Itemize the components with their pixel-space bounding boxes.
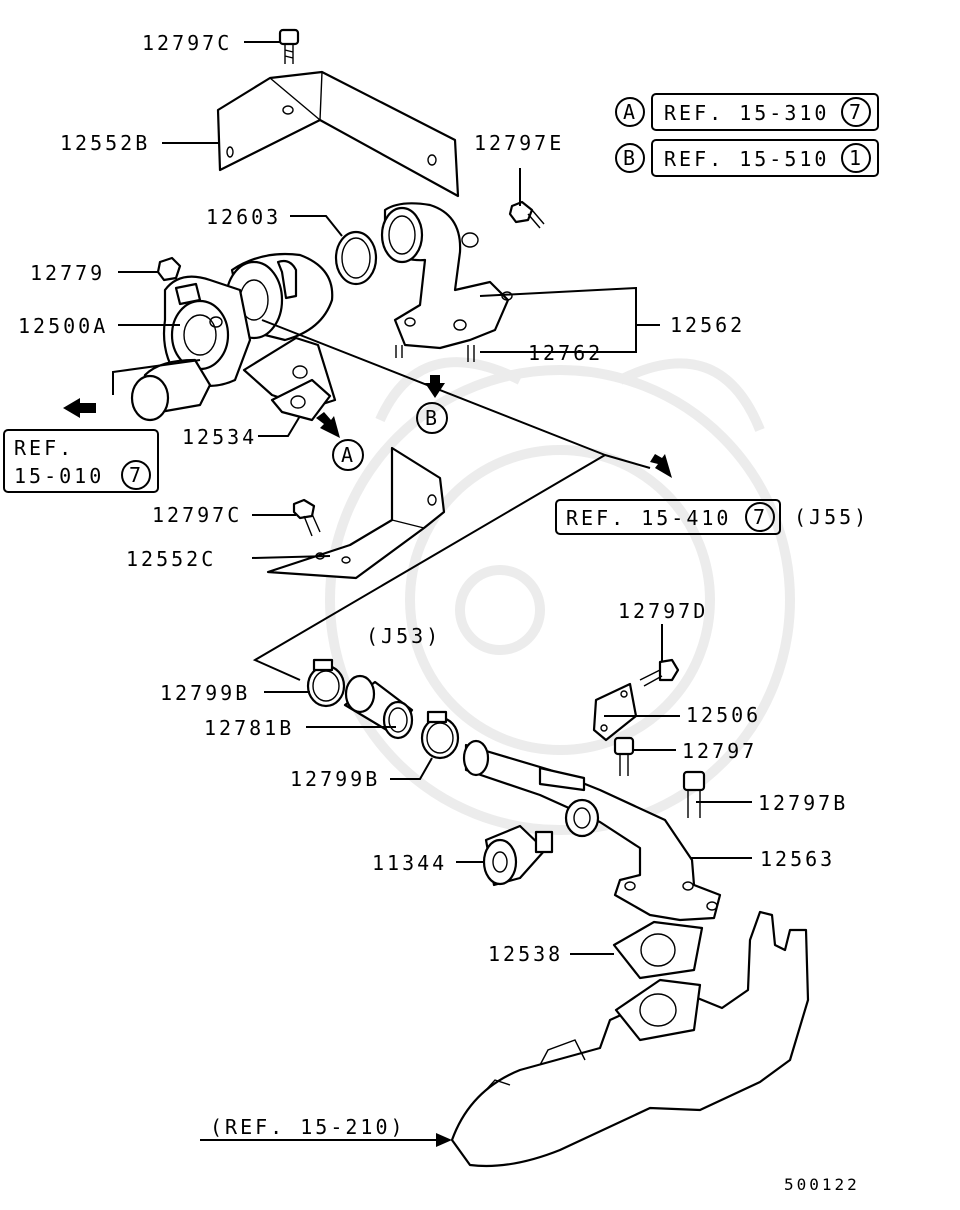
bracket-12552b	[216, 70, 460, 198]
ref-a-number: 7	[849, 100, 864, 124]
hose-12781b	[343, 674, 414, 740]
hose-clamp-12799b-bottom	[420, 710, 460, 760]
sensor-11344	[482, 824, 554, 887]
label-12797b: 12797B	[758, 791, 848, 815]
label-12552c: 12552C	[126, 547, 216, 571]
elbow-12562	[380, 202, 513, 362]
ref-left-box: REF. 15-010 7	[3, 429, 159, 493]
label-12797c-mid: 12797C	[152, 503, 242, 527]
gasket-12603	[334, 230, 378, 286]
label-12779: 12779	[30, 261, 105, 285]
label-12603: 12603	[206, 205, 281, 229]
marker-b: B	[416, 402, 448, 434]
ref-a-text: REF. 15-310	[664, 101, 829, 125]
label-11344: 11344	[372, 851, 447, 875]
label-12797: 12797	[682, 739, 757, 763]
ref-mid-number: 7	[753, 505, 768, 529]
bolt-12797b	[682, 770, 706, 818]
label-12797d: 12797D	[618, 599, 708, 623]
ref-left-line1: REF.	[14, 436, 74, 460]
ref-b-number: 1	[849, 146, 864, 170]
label-12500a: 12500A	[18, 314, 108, 338]
label-12534: 12534	[182, 425, 257, 449]
ref-mid-suffix: (J55)	[794, 505, 869, 529]
exhaust-manifold	[450, 910, 810, 1168]
gasket-12538	[612, 920, 704, 980]
label-12762: 12762	[528, 341, 603, 365]
ref-a-box: A REF. 15-310 7	[615, 93, 879, 131]
pipe-12563	[462, 739, 722, 922]
marker-a-letter: A	[341, 443, 356, 467]
label-12552b: 12552B	[60, 131, 150, 155]
ref-left-line2: 15-010	[14, 464, 104, 488]
gasket-12534	[270, 378, 332, 422]
catalog-number: 500122	[784, 1175, 860, 1194]
label-12781b: 12781B	[204, 716, 294, 740]
label-12538: 12538	[488, 942, 563, 966]
ref-a-letter: A	[623, 100, 638, 124]
marker-a: A	[332, 439, 364, 471]
ref-b-box: B REF. 15-510 1	[615, 139, 879, 177]
bolt-12797d	[639, 658, 680, 687]
label-12797c-top: 12797C	[142, 31, 232, 55]
bolt-12797c-mid	[292, 498, 321, 537]
marker-b-letter: B	[425, 406, 440, 430]
ref-b-text: REF. 15-510	[664, 147, 829, 171]
bracket-12506	[592, 682, 638, 742]
ref-b-letter: B	[623, 146, 638, 170]
label-12506: 12506	[686, 703, 761, 727]
bolt-12797c-top	[278, 28, 300, 64]
hose-clamp-12799b-top	[306, 658, 346, 708]
ref-mid-box: REF. 15-410 7 (J55)	[555, 499, 869, 535]
bolt-12797	[613, 736, 635, 776]
plug-12779	[156, 256, 182, 282]
label-12799b-bottom: 12799B	[290, 767, 380, 791]
label-12799b-top: 12799B	[160, 681, 250, 705]
ref-bottom: (REF. 15-210)	[210, 1115, 406, 1139]
label-12563: 12563	[760, 847, 835, 871]
variant-j53: (J53)	[366, 624, 441, 648]
ref-mid-text: REF. 15-410	[566, 506, 731, 530]
label-12562: 12562	[670, 313, 745, 337]
label-12797e: 12797E	[474, 131, 564, 155]
watermark	[325, 357, 795, 835]
bolt-12797e	[508, 200, 545, 229]
arrows	[63, 375, 672, 1147]
ref-left-number: 7	[129, 463, 144, 487]
